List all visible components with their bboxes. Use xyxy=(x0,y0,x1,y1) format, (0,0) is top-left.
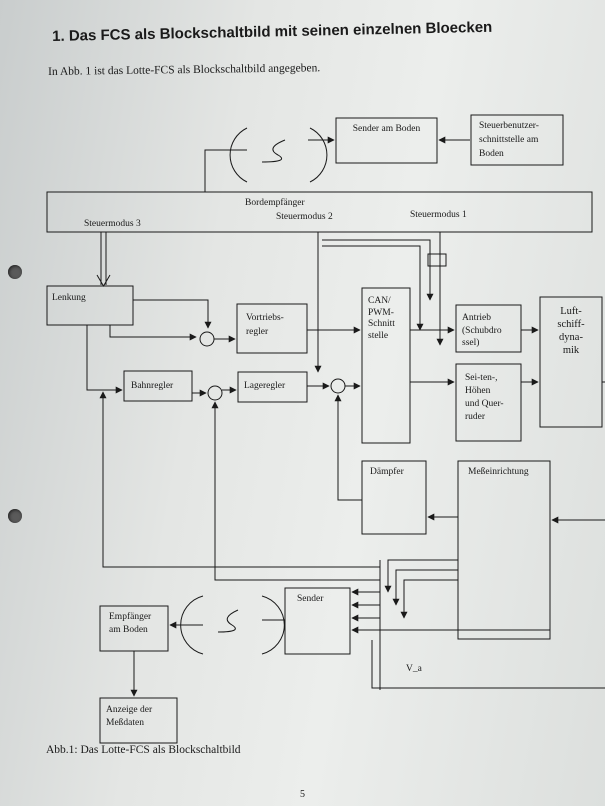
anzeige-box xyxy=(99,697,178,744)
luftschiffdynamik-label: Luft- schiff- dyna- mik xyxy=(557,306,585,356)
lageregler-label: Lageregler xyxy=(244,381,286,391)
figure-caption: Abb.1: Das Lotte-FCS als Blockschaltbild xyxy=(46,744,241,756)
vortriebsregler-label: Vortriebs- regler xyxy=(246,313,284,337)
antrieb-box xyxy=(455,304,522,353)
steuermodus-2-label: Steuermodus 2 xyxy=(276,212,333,222)
can-pwm-label: CAN/ PWM- Schnitt stelle xyxy=(368,296,395,341)
ruder-label: Sei-ten-, Höhen und Quer- ruder xyxy=(465,373,504,422)
v-a-label: V_a xyxy=(406,664,422,674)
radio-arc-right xyxy=(261,595,285,655)
anzeige-label: Anzeige der Meßdaten xyxy=(106,705,153,728)
summing-junction xyxy=(330,378,346,394)
ruder-box xyxy=(455,363,522,442)
daempfer-label: Dämpfer xyxy=(370,467,404,477)
page-number: 5 xyxy=(300,789,305,800)
steuerbenutzer-label: Steuerbenutzer- schnittstelle am Boden xyxy=(479,121,539,159)
sender-box xyxy=(284,587,351,655)
luftschiffdynamik-box xyxy=(539,296,603,428)
messeinrichtung-box xyxy=(457,460,551,640)
bordempfaenger-box xyxy=(46,191,593,233)
radio-zigzag xyxy=(217,609,239,633)
radio-zigzag xyxy=(261,139,286,163)
antrieb-label: Antrieb (Schubdro ssel) xyxy=(462,313,502,348)
messeinrichtung-label: Meßeinrichtung xyxy=(468,467,529,477)
sender-label: Sender xyxy=(297,594,324,604)
radio-arc-left xyxy=(229,127,248,183)
sender-am-boden-label: Sender am Boden xyxy=(352,124,421,134)
vortriebsregler-box xyxy=(236,303,308,354)
radio-arc-right xyxy=(309,127,328,183)
summing-junction xyxy=(199,331,215,347)
bahnregler-box xyxy=(123,370,193,402)
steuermodus-3-label: Steuermodus 3 xyxy=(84,219,141,229)
sender-am-boden-box xyxy=(335,117,438,164)
lageregler-box xyxy=(237,371,308,403)
bahnregler-label: Bahnregler xyxy=(131,381,174,391)
daempfer-box xyxy=(361,460,427,535)
bordempfaenger-label: Bordempfänger xyxy=(245,198,305,208)
lenkung-box xyxy=(46,285,134,326)
summing-junction xyxy=(207,385,223,401)
can-pwm-box xyxy=(361,287,411,444)
steuerbenutzer-box xyxy=(470,114,564,166)
empfaenger-boden-label: Empfänger am Boden xyxy=(109,612,152,635)
punch-hole xyxy=(8,509,22,523)
punch-hole xyxy=(8,265,22,279)
steuermodus-1-label: Steuermodus 1 xyxy=(410,210,467,220)
lenkung-label: Lenkung xyxy=(52,293,86,303)
